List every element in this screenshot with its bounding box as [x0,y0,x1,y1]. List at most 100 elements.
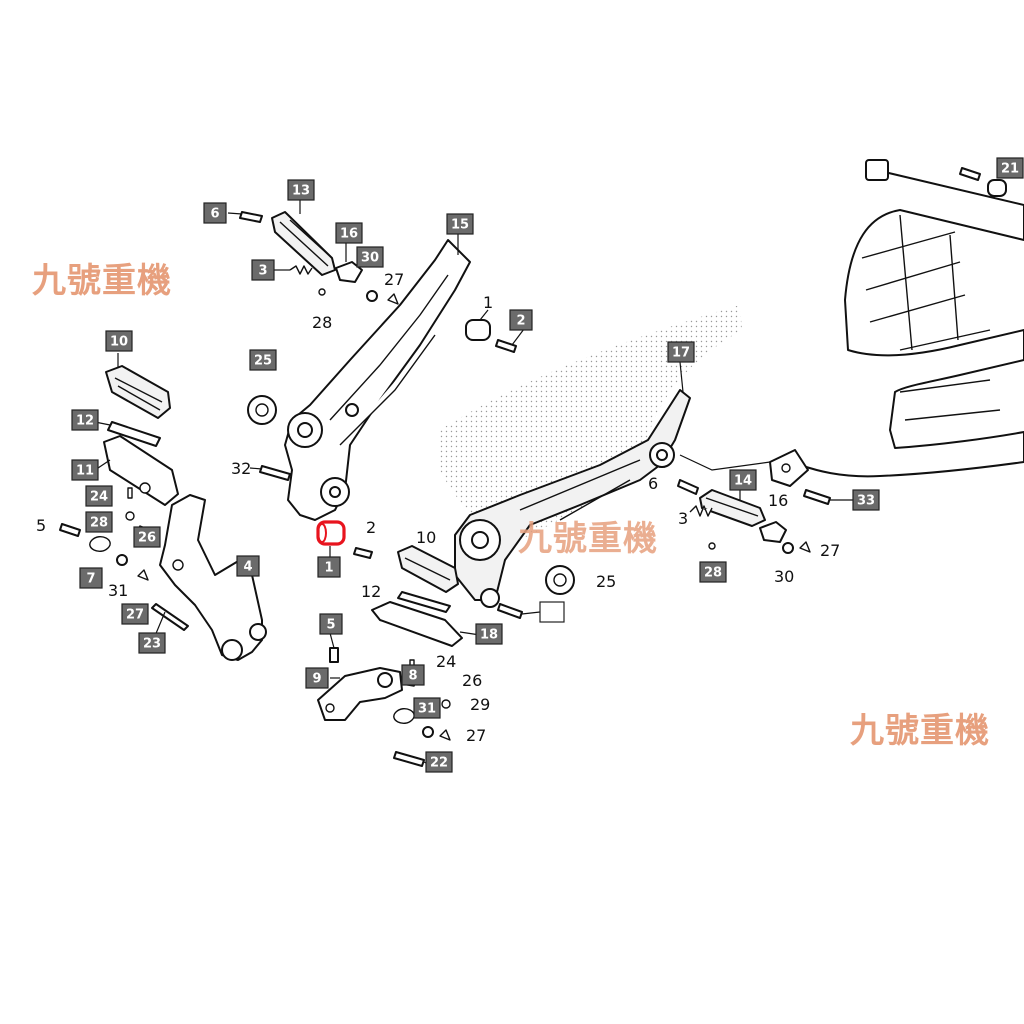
callout-box-31: 31 [413,697,441,719]
rider-peg-pivot-right [759,521,787,543]
right-lower-bracket [317,667,403,721]
callout-plain-12: 12 [361,582,381,601]
callout-box-label: 8 [408,669,417,684]
left-passenger-peg [105,365,171,419]
bolt-22 [393,751,425,767]
callout-box-label: 28 [704,566,722,581]
callout-box-label: 7 [86,572,95,587]
callout-box-4: 4 [236,555,260,577]
right-rider-peg [699,489,766,527]
right-peg-plate [397,591,451,613]
callout-box-13: 13 [287,179,315,201]
callout-plain-3: 3 [678,509,688,528]
callout-plain-24: 24 [436,652,456,671]
callout-plain-31: 31 [108,581,128,600]
right-footpeg-bracket [454,389,691,608]
callout-box-label: 9 [312,672,321,687]
bolt-lower-right [497,603,523,619]
callout-box-label: 5 [326,618,335,633]
callout-box-9: 9 [305,667,329,689]
clip-27-lower [439,729,451,741]
callout-box-10: 10 [105,330,133,352]
callout-box-label: 13 [292,184,310,199]
grommet-25-left [247,395,277,425]
callout-box-label: 28 [90,516,108,531]
callout-plain-2: 2 [366,518,376,537]
right-peg-holder [371,601,463,647]
clip-27-left [387,293,399,305]
callout-plain-27-c: 27 [466,726,486,745]
callout-boxes: 6131630315210251712112428262114337427232… [71,157,1024,773]
callout-box-25: 25 [249,349,277,371]
callout-plain-5: 5 [36,516,46,535]
collar-21 [987,179,1007,197]
callout-box-21: 21 [996,157,1024,179]
callout-box-label: 26 [138,531,156,546]
callout-box-14: 14 [729,469,757,491]
callout-box-5: 5 [319,613,343,635]
callout-box-rect [203,202,227,224]
callout-box-label: 30 [361,251,379,266]
bolt-21 [959,167,981,181]
callout-plain-28: 28 [312,313,332,332]
callout-box-label: 27 [126,608,144,623]
right-passenger-peg [397,545,459,593]
watermark-right: 九號重機 [850,711,990,751]
pin-28-right [708,542,716,550]
callout-box-rect [509,309,533,331]
bolt-5-left [59,523,81,537]
callout-plain-27-a: 27 [384,270,404,289]
callout-box-rect [729,469,757,491]
left-peg-plate [107,421,161,447]
callout-box-3: 3 [251,259,275,281]
callout-plain-10: 10 [416,528,436,547]
callout-box-label: 6 [210,207,219,222]
callout-box-label: 3 [258,264,267,279]
callout-plain-6: 6 [648,474,658,493]
callout-box-rect [425,751,453,773]
callout-plain-29: 29 [470,695,490,714]
callout-box-1: 1 [317,556,341,578]
collar-1-upper [465,319,491,341]
nut-29-left [125,511,135,521]
bolt-6-left [239,211,263,223]
callout-box-16: 16 [335,222,363,244]
rider-peg-spring-left [289,265,313,275]
clip-27-mid [137,569,149,581]
callout-box-24: 24 [85,485,113,507]
callout-box-rect [996,157,1024,179]
callout-box-label: 21 [1001,162,1019,177]
callout-box-rect [105,330,133,352]
washer-31-left [116,554,128,566]
callout-box-28: 28 [699,561,727,583]
spring-7 [89,536,111,552]
callout-box-rect [85,485,113,507]
callout-box-rect [249,349,277,371]
callout-box-7: 7 [79,567,103,589]
callout-box-label: 25 [254,354,272,369]
rear-grab-rail [799,159,1024,478]
callout-box-label: 15 [451,218,469,233]
callout-box-rect [852,489,880,511]
callout-box-rect [319,613,343,635]
callout-plain-25: 25 [596,572,616,591]
callout-box-8: 8 [401,664,425,686]
grommet-25-right [545,565,575,595]
callout-plain-1: 1 [483,293,493,312]
left-rider-peg [271,211,336,276]
callout-box-label: 11 [76,464,94,479]
screw-24-left [127,487,133,499]
callout-box-rect [413,697,441,719]
callout-box-18: 18 [475,623,503,645]
callout-box-label: 10 [110,335,128,350]
left-peg-holder [103,435,179,506]
callout-box-rect [121,603,149,625]
collar-1-highlighted [316,520,346,546]
callout-box-label: 18 [480,628,498,643]
empty-label-box [539,601,565,623]
rail-mount-bracket [679,449,809,487]
callout-box-label: 12 [76,414,94,429]
rider-peg-pivot-left [335,261,363,283]
bolt-2-upper [495,339,517,353]
bolt-6-right [677,479,699,495]
